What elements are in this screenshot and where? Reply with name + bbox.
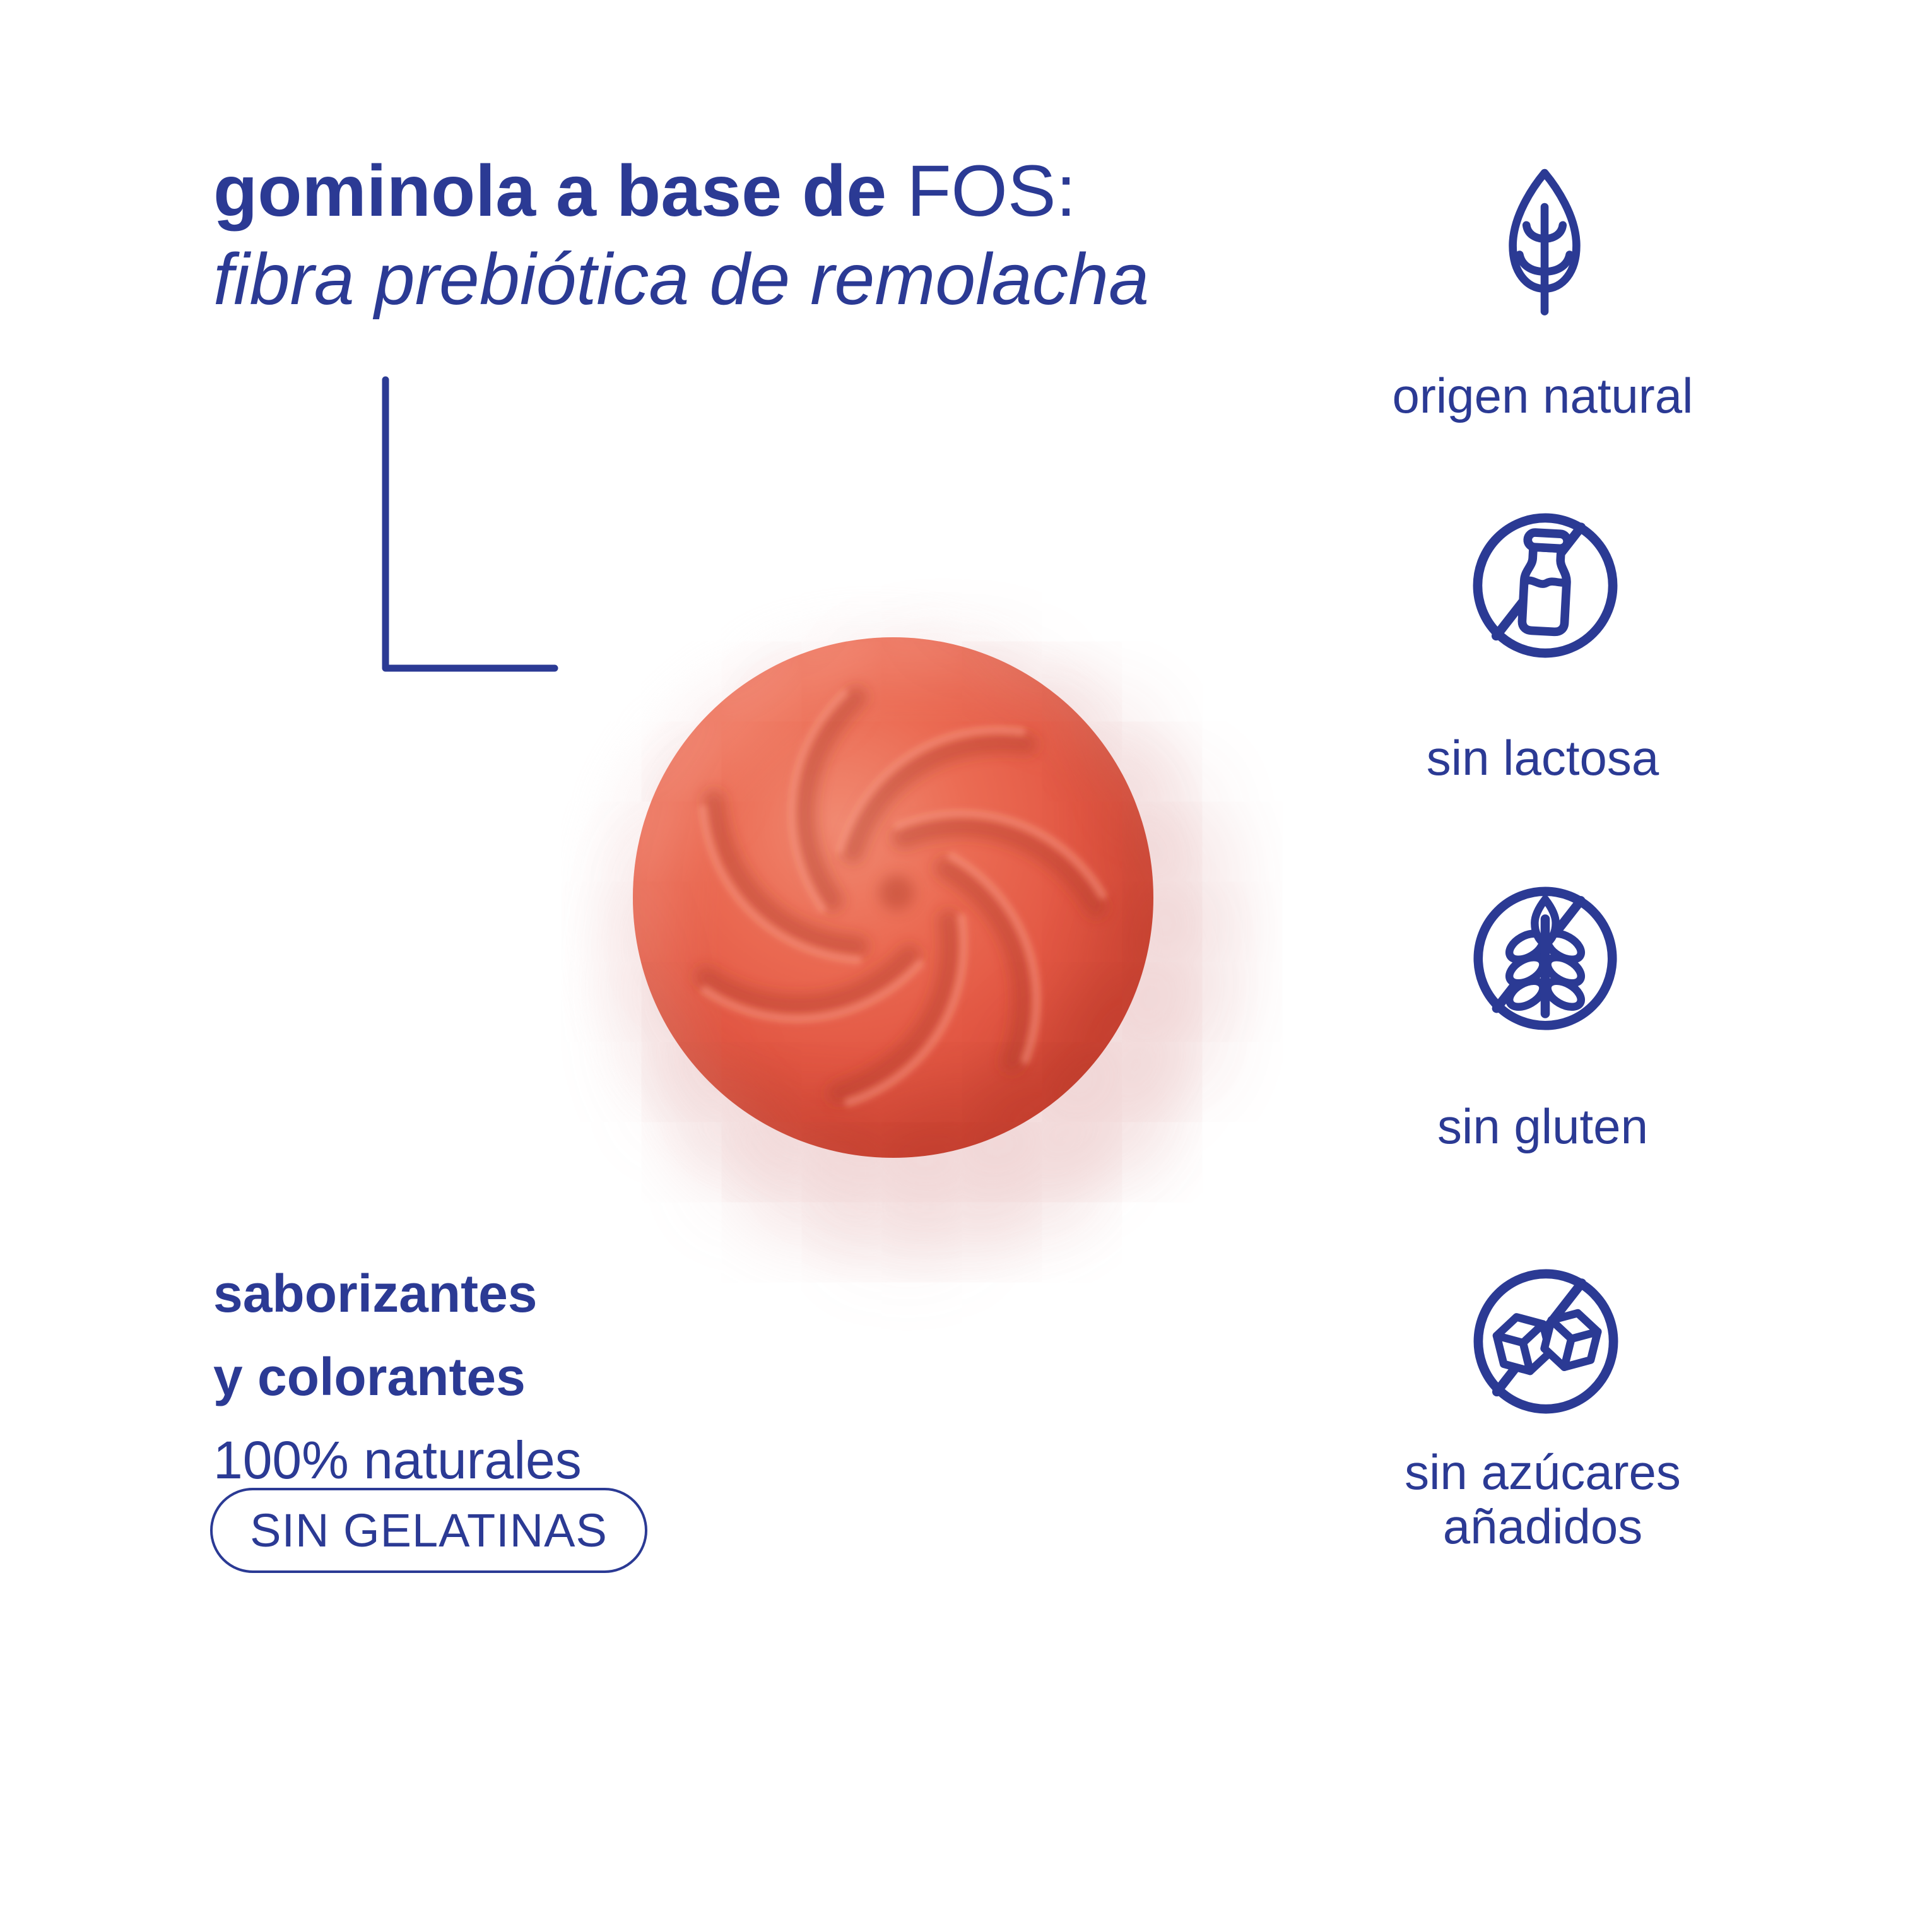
no-lactose-icon <box>1473 513 1618 658</box>
feature-label-sin-azucares-line1: sin azúcares <box>1405 1444 1681 1500</box>
ingredients-note: saborizantes y colorantes 100% naturales <box>213 1252 582 1502</box>
no-gluten-icon <box>1473 886 1617 1030</box>
ingredients-note-line2: y colorantes <box>213 1347 526 1406</box>
feature-label-sin-azucares: sin azúcares añadidos <box>1353 1445 1732 1553</box>
title-fos-text: FOS: <box>907 151 1076 232</box>
feature-label-origen-natural: origen natural <box>1392 368 1693 423</box>
title-line1: gominola a base de FOS: <box>213 147 1149 235</box>
connector-line <box>382 376 558 672</box>
feature-label-sin-gluten: sin gluten <box>1437 1099 1648 1154</box>
no-gelatin-badge: SIN GELATINAS <box>210 1488 647 1573</box>
feature-label-sin-lactosa: sin lactosa <box>1426 730 1659 786</box>
page-title: gominola a base de FOS: fibra prebiótica… <box>213 147 1149 324</box>
ingredients-note-line1: saborizantes <box>213 1264 538 1323</box>
ingredients-note-line3: 100% naturales <box>213 1430 582 1490</box>
no-gelatin-badge-label: SIN GELATINAS <box>250 1504 608 1557</box>
title-subtitle: fibra prebiótica de remolacha <box>213 239 1150 320</box>
title-bold-text: gominola a base de <box>213 151 907 232</box>
feature-label-sin-azucares-line2: añadidos <box>1442 1499 1643 1554</box>
leaf-icon <box>1509 168 1581 315</box>
no-added-sugar-icon <box>1473 1269 1618 1414</box>
gummy-swirl-texture <box>695 686 1107 1107</box>
gummy-image <box>633 637 1153 1158</box>
